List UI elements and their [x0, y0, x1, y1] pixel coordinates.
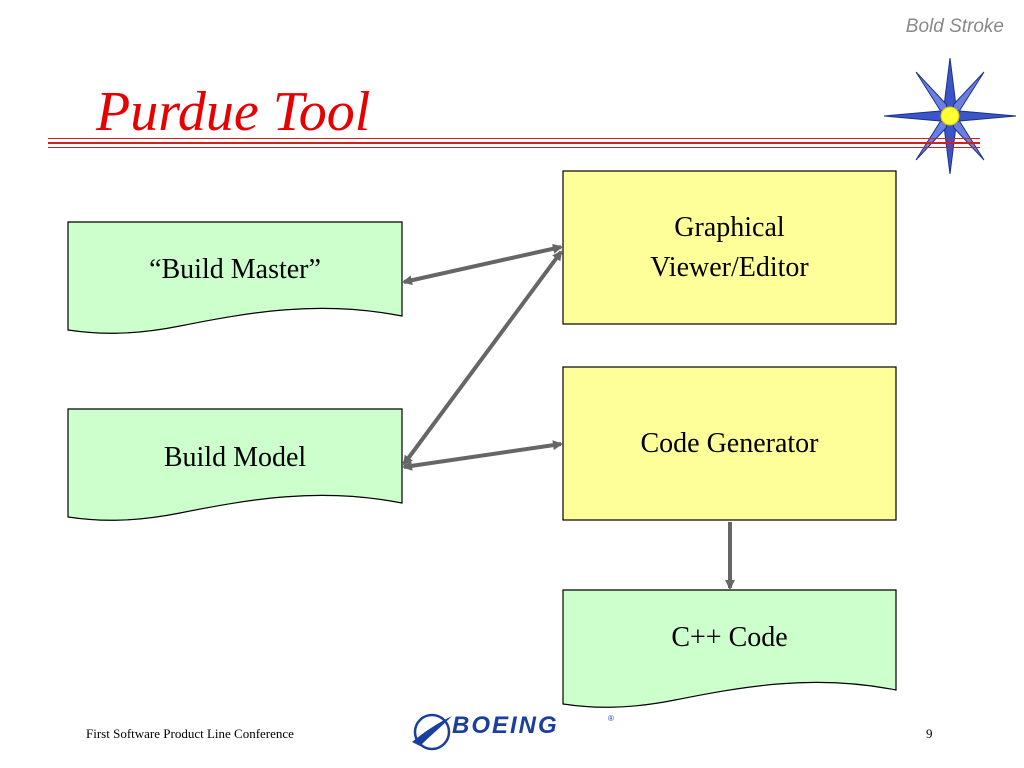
- node-label-cpp-code: C++ Code: [671, 622, 788, 653]
- node-code-generator: [562, 366, 897, 521]
- node-cpp-code: [562, 589, 897, 708]
- footer-conference: First Software Product Line Conference: [86, 726, 294, 741]
- node-label-build-model: Build Model: [163, 442, 307, 473]
- page-title: Purdue Tool: [96, 81, 371, 143]
- node-label-graphical-viewer-line2: Viewer/Editor: [650, 252, 809, 283]
- edge-build-model-code-generator: [402, 440, 563, 471]
- title-rule: [48, 142, 980, 144]
- brand-text: Bold Stroke: [905, 16, 1004, 37]
- boeing-logo-icon: [412, 713, 452, 751]
- title-rule: [48, 138, 980, 139]
- node-label-code-generator: Code Generator: [640, 428, 819, 459]
- node-build-model: [67, 408, 403, 521]
- star-logo-icon: [883, 57, 1017, 175]
- edge-build-model-graphical: [402, 250, 563, 466]
- node-label-build-master: “Build Master”: [149, 254, 321, 285]
- boeing-logo-text: BOEING: [452, 712, 559, 739]
- boeing-registered-mark: ®: [608, 714, 614, 723]
- title-rule: [48, 147, 980, 148]
- node-label-graphical-viewer-line1: Graphical: [674, 212, 785, 243]
- edge-build-master-graphical: [402, 243, 563, 286]
- node-build-master: [67, 221, 403, 334]
- node-graphical-viewer: [562, 170, 897, 325]
- page-number: 9: [926, 726, 933, 741]
